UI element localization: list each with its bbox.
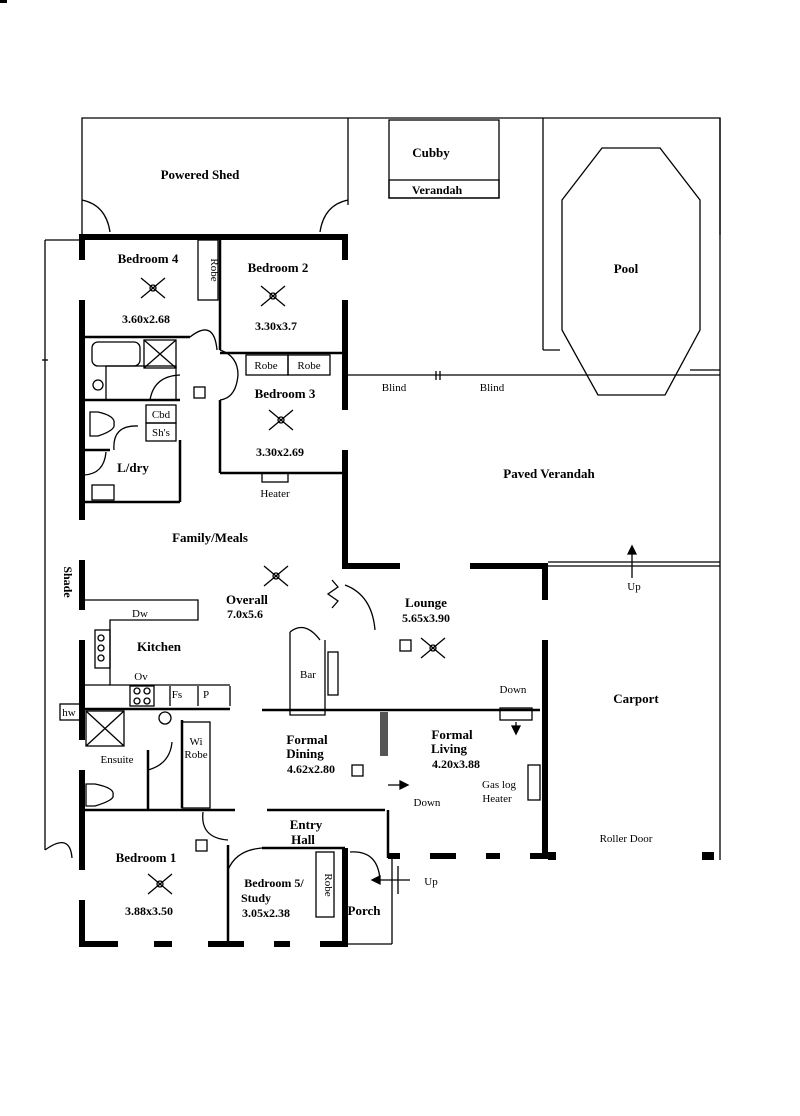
outdoor-lines — [42, 117, 721, 860]
label-robe-a: Robe — [254, 360, 277, 372]
label-bedroom-2-size: 3.30x3.7 — [255, 319, 297, 333]
label-bedroom-5-1: Bedroom 5/ — [244, 876, 304, 890]
exterior-walls — [79, 234, 552, 947]
label-cbd: Cbd — [152, 409, 171, 421]
label-fs: Fs — [172, 689, 182, 701]
label-carport: Carport — [613, 691, 659, 706]
label-paved-verandah: Paved Verandah — [503, 466, 595, 481]
label-robe-b: Robe — [297, 360, 320, 372]
label-shade: Shade — [61, 566, 75, 598]
label-laundry: L/dry — [117, 460, 149, 475]
label-bar: Bar — [300, 669, 316, 681]
arrow-icon — [370, 544, 638, 894]
label-bedroom-4: Bedroom 4 — [118, 251, 179, 266]
label-porch: Porch — [348, 903, 382, 918]
label-cubby: Cubby — [412, 145, 450, 160]
label-formal-dining-2: Dining — [286, 746, 324, 761]
label-hw: hw — [62, 707, 76, 719]
label-shs: Sh's — [152, 427, 170, 439]
interior-walls — [79, 237, 714, 947]
label-wi-robe-2: Robe — [184, 749, 207, 761]
label-bedroom-1-size: 3.88x3.50 — [125, 904, 173, 918]
pool-shape — [561, 147, 701, 396]
label-bedroom-5-size: 3.05x2.38 — [242, 906, 290, 920]
label-kitchen: Kitchen — [137, 639, 182, 654]
label-formal-living-size: 4.20x3.88 — [432, 757, 480, 771]
label-entry-hall-1: Entry — [290, 817, 323, 832]
label-formal-living-2: Living — [431, 741, 468, 756]
label-blind-1: Blind — [382, 382, 407, 394]
label-bedroom-3-size: 3.30x2.69 — [256, 445, 304, 459]
label-overall-size: 7.0x5.6 — [227, 607, 263, 621]
cubby — [388, 119, 500, 199]
label-bedroom-3: Bedroom 3 — [255, 386, 316, 401]
label-bedroom-5-2: Study — [241, 891, 271, 905]
label-gas-log-2: Heater — [482, 793, 512, 805]
label-powered-shed: Powered Shed — [161, 167, 241, 182]
label-p: P — [203, 689, 209, 701]
label-up-2: Up — [424, 876, 438, 888]
ceiling-fan-icon — [140, 277, 446, 895]
label-bedroom-1: Bedroom 1 — [116, 850, 177, 865]
label-formal-dining-size: 4.62x2.80 — [287, 762, 335, 776]
label-wi-robe-1: Wi — [190, 736, 203, 748]
label-overall: Overall — [226, 592, 268, 607]
heater-icon — [193, 386, 412, 852]
label-heater: Heater — [260, 488, 290, 500]
label-gas-log-1: Gas log — [482, 779, 516, 791]
label-up-1: Up — [627, 581, 641, 593]
label-ov: Ov — [134, 671, 148, 683]
label-entry-hall-2: Hall — [291, 832, 315, 847]
label-formal-dining-1: Formal — [286, 732, 328, 747]
label-dw: Dw — [132, 608, 148, 620]
label-roller-door: Roller Door — [600, 833, 653, 845]
label-down-2: Down — [414, 797, 441, 809]
label-ensuite: Ensuite — [101, 754, 134, 766]
label-blind-2: Blind — [480, 382, 505, 394]
hw-box — [59, 703, 81, 721]
corner-mark — [0, 0, 7, 3]
label-verandah: Verandah — [412, 183, 463, 197]
label-bedroom-2: Bedroom 2 — [248, 260, 309, 275]
label-lounge-size: 5.65x3.90 — [402, 611, 450, 625]
label-robe-b4: Robe — [208, 258, 220, 281]
label-lounge: Lounge — [405, 595, 447, 610]
label-down-1: Down — [500, 684, 527, 696]
label-formal-living-1: Formal — [431, 727, 473, 742]
label-bedroom-4-size: 3.60x2.68 — [122, 312, 170, 326]
label-family-meals: Family/Meals — [172, 530, 248, 545]
label-pool: Pool — [614, 261, 639, 276]
label-robe-c: Robe — [322, 873, 334, 896]
